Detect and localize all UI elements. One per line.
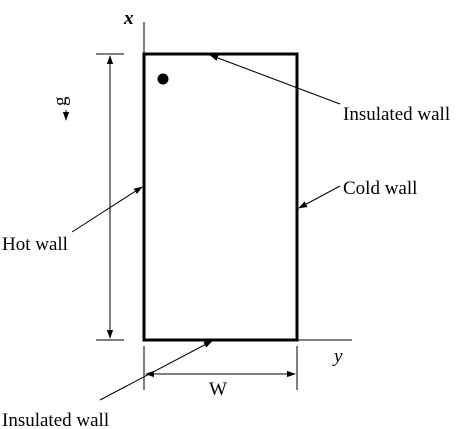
cold-wall-leader <box>298 185 341 209</box>
hot-wall-leader <box>71 186 143 233</box>
x-axis-label: x <box>123 8 134 29</box>
hot-wall-label: Hot wall <box>2 234 68 255</box>
gravity-label: g <box>50 96 71 106</box>
insulated-bottom-leader <box>99 340 213 401</box>
y-axis-label: y <box>332 346 343 367</box>
cold-wall-label: Cold wall <box>343 178 417 199</box>
insulated-top-label: Insulated wall <box>343 104 450 125</box>
width-label: W <box>209 379 227 400</box>
particle-dot <box>157 73 169 85</box>
cavity-rectangle <box>142 52 299 342</box>
insulated-bottom-label: Insulated wall <box>2 410 109 429</box>
insulated-top-leader <box>209 54 341 105</box>
